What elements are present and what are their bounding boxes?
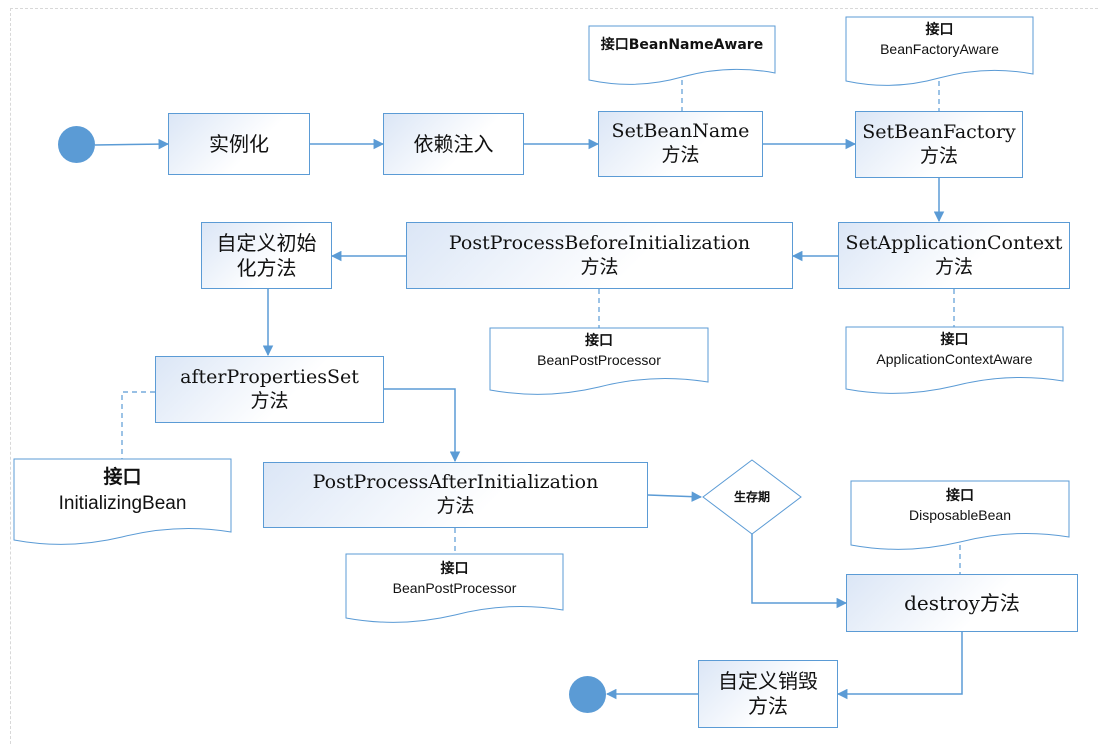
assoc-initializing-bean — [121, 391, 155, 459]
dependency-injection-box: 依赖注入 — [383, 113, 524, 175]
arrow-lifetime-to-destroy — [751, 534, 848, 609]
set-application-context-line2: 方法 — [934, 255, 973, 278]
set-application-context-line1: SetApplicationContext — [845, 231, 1063, 254]
note-bean-name-aware: 接口BeanNameAware — [589, 26, 775, 76]
arrow-afterproperties-to-after — [384, 388, 461, 463]
custom-init-line2: 化方法 — [236, 255, 297, 280]
arrow-after-to-lifetime — [647, 491, 703, 502]
post-process-after-line1: PostProcessAfterInitialization — [312, 471, 599, 494]
custom-destroy-line2: 方法 — [748, 694, 788, 718]
note-disposable-bean-title: 接口 — [946, 488, 974, 504]
note-bean-factory-aware-name: BeanFactoryAware — [880, 40, 999, 57]
note-disposable-bean-name: DisposableBean — [909, 506, 1011, 523]
note-bean-factory-aware-title: 接口 — [925, 22, 954, 38]
after-properties-set-box: afterPropertiesSet 方法 — [155, 356, 384, 423]
set-bean-name-line1: SetBeanName — [611, 120, 750, 143]
end-node-icon — [569, 676, 606, 713]
note-initializing-bean: 接口 InitializingBean — [14, 459, 231, 534]
custom-init-box: 自定义初始 化方法 — [201, 222, 332, 289]
post-process-before-line1: PostProcessBeforeInitialization — [448, 231, 751, 254]
lifetime-label: 生存期 — [733, 490, 770, 504]
set-bean-name-box: SetBeanName 方法 — [598, 111, 763, 177]
custom-destroy-box: 自定义销毁 方法 — [698, 660, 838, 728]
note-shape-bean-post-processor-1 — [489, 327, 709, 395]
note-shape-disposable-bean — [850, 480, 1070, 550]
note-bean-post-processor-1: 接口 BeanPostProcessor — [490, 328, 708, 384]
note-application-context-aware-title: 接口 — [940, 332, 969, 348]
destroy-method-label: destroy方法 — [904, 590, 1020, 615]
instantiate-label: 实例化 — [209, 131, 269, 156]
instantiate-box: 实例化 — [168, 113, 310, 175]
custom-destroy-line1: 自定义销毁 — [718, 669, 818, 693]
post-process-before-line2: 方法 — [580, 255, 619, 278]
post-process-after-line2: 方法 — [436, 495, 475, 517]
dependency-injection-label: 依赖注入 — [413, 131, 494, 156]
note-shape-bean-name-aware — [588, 25, 776, 85]
note-bean-post-processor-2: 接口 BeanPostProcessor — [346, 554, 563, 612]
note-shape-initializing-bean — [13, 458, 232, 545]
destroy-method-box: destroy方法 — [846, 574, 1078, 632]
start-node-icon — [58, 126, 95, 163]
arrow-destroy-to-customdestroy — [836, 632, 963, 700]
after-properties-set-line1: afterPropertiesSet — [180, 365, 359, 388]
post-process-before-box: PostProcessBeforeInitialization 方法 — [406, 222, 793, 289]
note-initializing-bean-name: InitializingBean — [58, 492, 187, 514]
set-bean-factory-line2: 方法 — [919, 144, 958, 167]
set-bean-factory-box: SetBeanFactory 方法 — [855, 111, 1023, 178]
note-initializing-bean-title: 接口 — [103, 466, 142, 488]
note-bean-factory-aware: 接口 BeanFactoryAware — [846, 17, 1033, 75]
note-application-context-aware: 接口 ApplicationContextAware — [846, 327, 1063, 383]
set-bean-factory-line1: SetBeanFactory — [862, 120, 1016, 143]
note-bean-post-processor-2-name: BeanPostProcessor — [392, 579, 517, 596]
note-shape-bean-factory-aware — [845, 16, 1034, 86]
note-application-context-aware-name: ApplicationContextAware — [876, 350, 1033, 367]
note-bean-post-processor-1-name: BeanPostProcessor — [537, 351, 661, 368]
note-bean-post-processor-2-title: 接口 — [440, 561, 469, 577]
note-shape-bean-post-processor-2 — [345, 553, 564, 623]
note-disposable-bean: 接口 DisposableBean — [851, 481, 1069, 539]
note-bean-name-aware-text: 接口BeanNameAware — [600, 37, 764, 53]
note-bean-post-processor-1-title: 接口 — [585, 333, 613, 349]
note-shape-application-context-aware — [845, 326, 1064, 394]
arrow-start-to-instantiate — [94, 138, 170, 150]
set-bean-name-line2: 方法 — [661, 144, 700, 166]
canvas-frame — [10, 8, 1098, 744]
set-application-context-box: SetApplicationContext 方法 — [838, 222, 1070, 289]
after-properties-set-line2: 方法 — [250, 389, 289, 412]
post-process-after-box: PostProcessAfterInitialization 方法 — [263, 462, 648, 528]
custom-init-line1: 自定义初始 — [216, 230, 317, 255]
